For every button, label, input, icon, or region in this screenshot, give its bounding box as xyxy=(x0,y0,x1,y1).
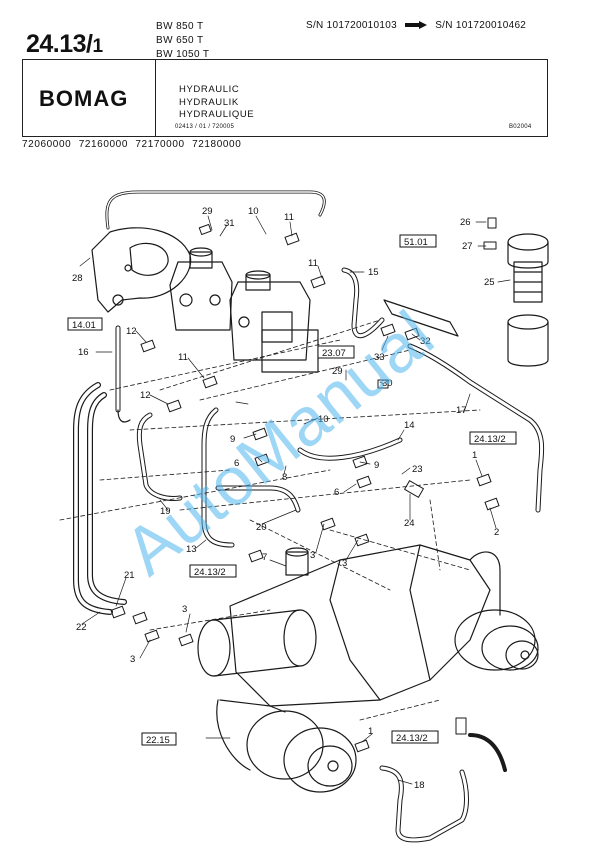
part-callout: 3 xyxy=(342,558,347,569)
logo-cell: BOMAG xyxy=(23,60,156,136)
ref-label: 23.07 xyxy=(322,348,346,359)
part-callout: 21 xyxy=(124,570,135,581)
ref-box: 24.13/2 xyxy=(469,431,517,445)
part-callout: 11 xyxy=(284,212,294,223)
part-callout: 12 xyxy=(140,390,151,401)
part-callout: 3 xyxy=(182,604,187,615)
part-callout: 10 xyxy=(318,414,329,425)
part-callout: 31 xyxy=(224,218,235,229)
part-callout: 33 xyxy=(374,352,385,363)
part-callout: 13 xyxy=(186,544,197,555)
section-title: HYDRAULIC xyxy=(179,84,240,95)
doc-reference: 02413 / 01 / 720005 xyxy=(175,124,235,130)
part-code: 72170000 xyxy=(135,139,185,150)
part-code: 72160000 xyxy=(78,139,128,150)
part-callout: 11 xyxy=(178,352,188,363)
part-callout: 29 xyxy=(202,206,213,217)
part-callout: 1 xyxy=(472,450,477,461)
ref-label: 24.13/2 xyxy=(194,567,226,578)
part-callout: 7 xyxy=(262,552,267,563)
part-code: 72060000 xyxy=(22,139,72,150)
part-callout: 11 xyxy=(308,258,318,269)
part-callout: 29 xyxy=(332,366,343,377)
part-callout: 19 xyxy=(160,506,171,517)
model-item: BW 650 T xyxy=(156,35,204,46)
part-callout: 15 xyxy=(368,267,379,278)
section-titles: HYDRAULIC HYDRAULIK HYDRAULIQUE xyxy=(179,84,254,122)
part-callout: 18 xyxy=(414,780,425,791)
part-callout: 3 xyxy=(310,550,315,561)
part-callout: 8 xyxy=(282,472,287,483)
ref-label: 14.01 xyxy=(72,320,96,331)
model-item: BW 850 T xyxy=(156,21,204,32)
part-callout: 24 xyxy=(404,518,415,529)
title-block: BOMAG HYDRAULIC HYDRAULIK HYDRAULIQUE 02… xyxy=(22,59,548,137)
ref-label: 24.13/2 xyxy=(396,733,428,744)
arrow-right-icon xyxy=(405,21,428,30)
part-callout: 1 xyxy=(368,726,373,737)
serial-to: S/N 101720010462 xyxy=(435,20,527,31)
part-callout: 25 xyxy=(484,277,495,288)
ref-box: 23.07 xyxy=(317,345,355,359)
part-callout: 6 xyxy=(234,458,239,469)
part-callout: 6 xyxy=(334,487,339,498)
part-callout: 27 xyxy=(462,241,473,252)
model-item: BW 1050 T xyxy=(156,49,210,60)
part-callout: 9 xyxy=(374,460,379,471)
part-callout: 12 xyxy=(126,326,137,337)
part-callout: 2 xyxy=(494,527,499,538)
part-callout: 16 xyxy=(78,347,89,358)
section-title: HYDRAULIK xyxy=(179,96,239,108)
model-list: BW 850 T BW 650 T BW 1050 T xyxy=(156,20,209,62)
part-callout: 9 xyxy=(230,434,235,445)
part-codes: 72060000 72160000 72170000 72180000 xyxy=(22,139,241,150)
page-number: 24.13/1 xyxy=(26,30,103,58)
part-code: 72180000 xyxy=(192,139,242,150)
part-callout: 20 xyxy=(256,522,267,533)
part-callout: 22 xyxy=(76,622,87,633)
ref-box: 14.01 xyxy=(67,317,103,331)
drawing-code: B02004 xyxy=(509,124,532,130)
serial-from: S/N 101720010103 xyxy=(306,20,397,31)
section-title: HYDRAULIQUE xyxy=(179,109,255,120)
part-callout: 26 xyxy=(460,217,471,228)
part-callout: 17 xyxy=(456,405,467,416)
part-callout: 10 xyxy=(248,206,259,217)
part-callout: 30 xyxy=(382,378,393,389)
ref-label: 51.01 xyxy=(404,237,428,248)
part-callout: 3 xyxy=(130,654,135,665)
ref-box: 24.13/2 xyxy=(391,730,439,744)
ref-label: 24.13/2 xyxy=(474,434,506,445)
part-callout: 14 xyxy=(404,420,415,431)
ref-box: 51.01 xyxy=(399,234,437,248)
ref-box: 24.13/2 xyxy=(189,564,237,578)
serial-range: S/N 101720010103 S/N 101720010462 xyxy=(306,20,526,31)
part-callout: 28 xyxy=(72,273,83,284)
part-callout: 23 xyxy=(412,464,423,475)
ref-box: 22.15 xyxy=(141,732,177,746)
part-callout: 32 xyxy=(420,336,431,347)
brand-logo: BOMAG xyxy=(39,86,129,111)
ref-label: 22.15 xyxy=(146,735,170,746)
